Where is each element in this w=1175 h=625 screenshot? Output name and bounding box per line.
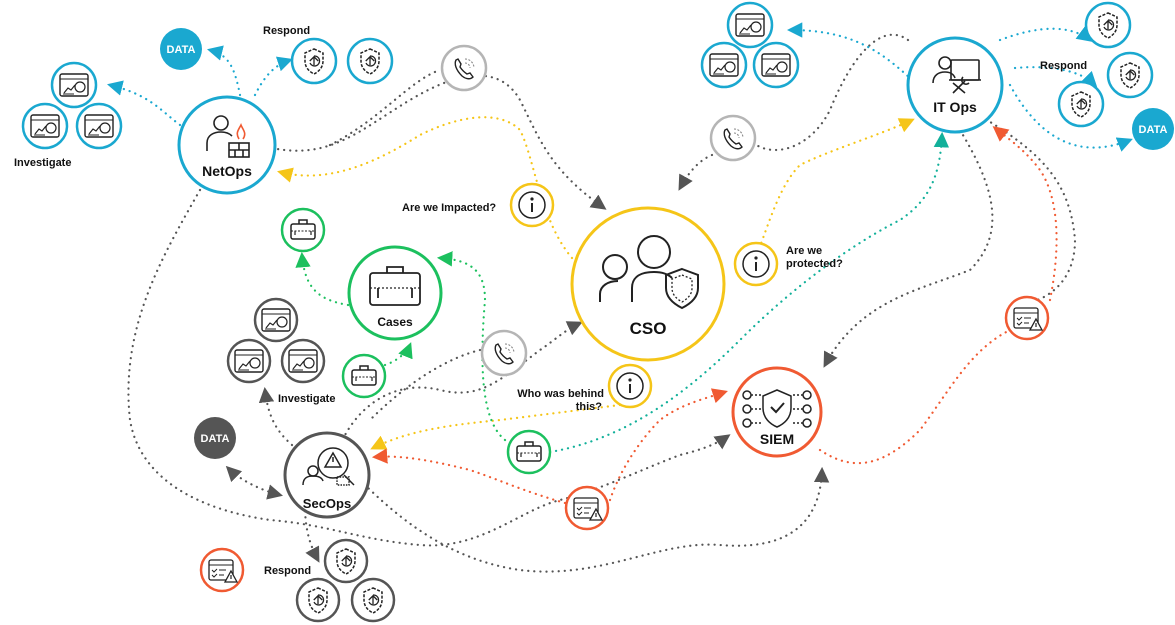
connector-siem-alert xyxy=(818,328,1012,465)
itops-node[interactable]: IT Ops xyxy=(906,36,1004,134)
connector-secops-cso xyxy=(338,321,583,447)
question-who-line1: Who was behind xyxy=(517,388,604,400)
connector-cso-secops xyxy=(370,403,622,450)
question-impacted: Are we Impacted? xyxy=(402,202,496,214)
alert-bubble[interactable] xyxy=(199,547,245,593)
investigate-label-netops: Investigate xyxy=(14,157,71,169)
connector-brief-cases xyxy=(383,342,413,367)
connector-itops-right xyxy=(968,108,1077,307)
data-label: DATA xyxy=(1139,124,1168,136)
report-bubble[interactable] xyxy=(700,41,748,89)
cso-node[interactable]: CSO xyxy=(570,206,726,362)
shield-bubble[interactable] xyxy=(350,577,396,623)
connector-secops-investigate xyxy=(258,386,294,447)
briefcase-bubble[interactable] xyxy=(506,429,552,475)
report-bubble[interactable] xyxy=(21,102,69,150)
connector-alert-secops xyxy=(371,448,567,505)
data-label: DATA xyxy=(201,433,230,445)
connector-cases-brief-top xyxy=(295,251,350,307)
shield-bubble[interactable] xyxy=(290,37,338,85)
shield-bubble[interactable] xyxy=(295,577,341,623)
users-shield-icon xyxy=(599,235,699,310)
connector-alert-itops xyxy=(992,126,1058,302)
report-bubble[interactable] xyxy=(226,338,272,384)
report-bubble[interactable] xyxy=(280,338,326,384)
connector-netops-cso xyxy=(270,74,607,210)
secops-label: SecOps xyxy=(303,496,351,511)
connector-netops-respond xyxy=(253,56,293,97)
shield-bubble[interactable] xyxy=(1106,51,1154,99)
engineer-wrench-icon xyxy=(932,56,981,94)
shield-bubble[interactable] xyxy=(1084,1,1132,49)
shield-bubble[interactable] xyxy=(1057,80,1105,128)
siem-node[interactable]: SIEM xyxy=(731,366,823,458)
connector-secops-data xyxy=(225,465,283,500)
phone-bubble[interactable] xyxy=(440,44,488,92)
respond-label-secops: Respond xyxy=(264,565,311,577)
cso-label: CSO xyxy=(630,319,667,338)
info-bubble-protected[interactable] xyxy=(733,241,779,287)
netops-node[interactable]: NetOps xyxy=(177,95,277,195)
connector-itops-siem xyxy=(823,128,994,368)
question-who-line2: this? xyxy=(576,401,603,413)
report-bubble[interactable] xyxy=(726,1,774,49)
shield-bubble[interactable] xyxy=(323,538,369,584)
question-protected-line1: Are we xyxy=(786,245,822,257)
respond-label-itops: Respond xyxy=(1040,60,1087,72)
data-label: DATA xyxy=(167,44,196,56)
shield-check-network-icon xyxy=(742,389,812,428)
alert-bubble[interactable] xyxy=(1004,295,1050,341)
netops-label: NetOps xyxy=(202,163,252,179)
connector-itops-respond-top xyxy=(998,26,1093,42)
data-bubble-netops[interactable]: DATA xyxy=(160,28,202,70)
connector-cso-itops xyxy=(753,118,915,262)
itops-label: IT Ops xyxy=(933,99,977,115)
cases-node[interactable]: Cases xyxy=(347,245,443,341)
secops-node[interactable]: SecOps xyxy=(283,431,371,519)
connector-netops-secops xyxy=(127,188,731,547)
siem-label: SIEM xyxy=(760,431,794,447)
connector-itops-investigate xyxy=(786,22,914,82)
info-bubble-who[interactable] xyxy=(607,363,653,409)
question-protected-line2: protected? xyxy=(786,258,843,270)
briefcase-bubble[interactable] xyxy=(280,207,326,253)
connector-phone-secops xyxy=(368,348,482,422)
analyst-alert-icon xyxy=(302,447,355,486)
report-bubble[interactable] xyxy=(752,41,800,89)
shield-bubble[interactable] xyxy=(346,37,394,85)
phone-bubble[interactable] xyxy=(709,114,757,162)
report-bubble[interactable] xyxy=(253,297,299,343)
connector-netops-investigate xyxy=(107,80,182,127)
connector-phone-cso xyxy=(678,153,714,191)
data-bubble-itops[interactable]: DATA xyxy=(1132,108,1174,150)
connector-netops-phone xyxy=(328,68,442,147)
connectors xyxy=(107,22,1133,573)
phone-bubble[interactable] xyxy=(480,329,528,377)
connector-netops-data xyxy=(207,45,242,97)
respond-label-netops: Respond xyxy=(263,25,310,37)
briefcase-bubble[interactable] xyxy=(341,353,387,399)
connector-cso-netops xyxy=(277,116,574,260)
cases-label: Cases xyxy=(377,315,413,329)
data-bubble-secops[interactable]: DATA xyxy=(194,417,236,459)
engineer-firewall-icon xyxy=(206,115,250,158)
report-bubble[interactable] xyxy=(50,61,98,109)
connector-alert-siem xyxy=(608,388,728,502)
investigate-label-secops: Investigate xyxy=(278,393,335,405)
info-bubble-impacted[interactable] xyxy=(509,182,555,228)
report-bubble[interactable] xyxy=(75,102,123,150)
alert-bubble[interactable] xyxy=(564,485,610,531)
briefcase-icon xyxy=(369,266,421,306)
